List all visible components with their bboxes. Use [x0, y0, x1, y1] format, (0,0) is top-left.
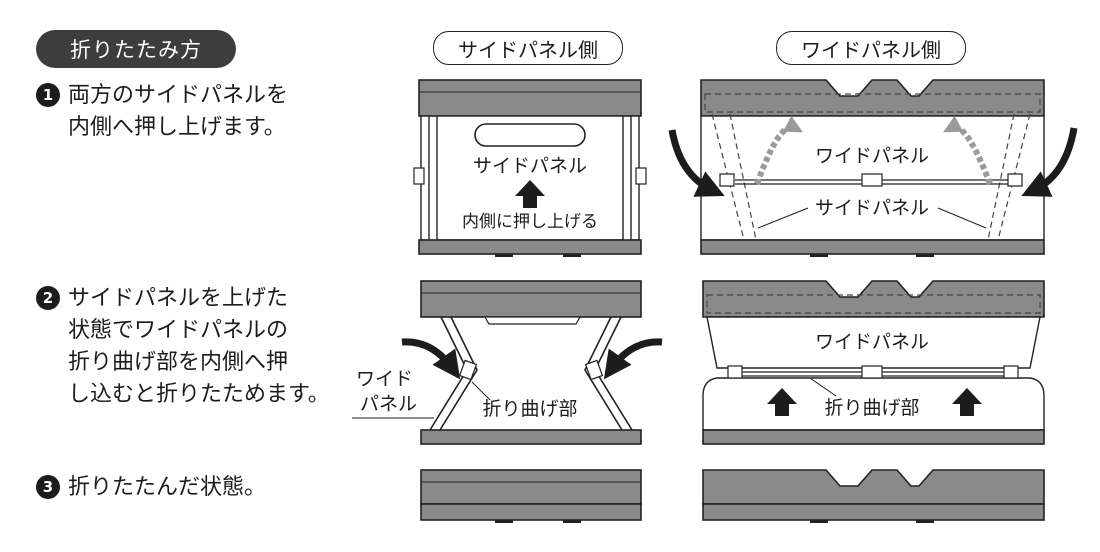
left-hinge — [413, 167, 425, 185]
folded-box — [702, 469, 1045, 505]
box-lid — [418, 79, 642, 117]
handle-hole — [474, 123, 586, 147]
folded-box — [420, 469, 642, 505]
section-title: 折りたたみ方 — [36, 30, 236, 68]
step-1-line-2: 内側へ押し上げます。 — [68, 115, 286, 140]
wide-label-line1: ワイド — [356, 368, 413, 390]
step-2-instruction: 2 サイドパネルを上げた 状態でワイドパネルの 折り曲げ部を内側へ押 し込むと折り… — [36, 283, 330, 411]
box-base — [700, 239, 1045, 255]
dashed-up-arrow-left — [754, 115, 803, 186]
step-2-line-3: 折り曲げ部を内側へ押 — [68, 350, 289, 375]
push-up-label: 内側に押し上げる — [462, 212, 598, 232]
fold-part-label: 折り曲げ部 — [482, 398, 577, 420]
step-2-line-2: 状態でワイドパネルの — [68, 318, 289, 343]
step-number-badge: 3 — [36, 475, 60, 499]
box-base — [420, 429, 642, 445]
wide-panel-label: ワイドパネル — [815, 331, 929, 353]
step-1-line-1: 両方のサイドパネルを — [68, 83, 289, 108]
right-hinge — [635, 167, 647, 185]
curved-arrow-left — [668, 129, 725, 197]
up-arrow — [515, 180, 545, 208]
push-in-arrow-left — [401, 338, 461, 380]
box-lid — [700, 79, 1045, 117]
wide-panel-label: ワイドパネル — [815, 145, 929, 167]
step-3-line-1: 折りたたんだ状態。 — [68, 475, 267, 500]
dashed-up-arrow-right — [943, 115, 993, 186]
box-base — [418, 239, 642, 255]
step-2-line-1: サイドパネルを上げた — [68, 286, 289, 311]
step1-side-view: サイドパネル 内側に押し上げる — [413, 79, 647, 257]
curved-arrow-right — [1021, 127, 1078, 197]
box-lid — [420, 280, 642, 318]
step3-side-folded — [420, 469, 642, 523]
side-panel-label: サイドパネル — [815, 197, 929, 219]
step2-wide-view: ワイドパネル 折り曲げ部 — [702, 280, 1045, 445]
up-arrow-left — [767, 388, 797, 416]
step-2-line-4: し込むと折りたためます。 — [68, 382, 330, 407]
side-panel-label: サイドパネル — [473, 155, 587, 177]
step-3-instruction: 3 折りたたんだ状態。 — [36, 472, 266, 504]
box-base — [702, 429, 1045, 445]
step3-wide-folded — [702, 469, 1045, 523]
step1-wide-view: ワイドパネル サイドパネル — [668, 79, 1078, 257]
fold-part-label: 折り曲げ部 — [824, 397, 919, 419]
step-1-instruction: 1 両方のサイドパネルを 内側へ押し上げます。 — [36, 80, 288, 144]
box-lid — [702, 280, 1045, 318]
push-in-arrow-right — [603, 338, 663, 380]
step-number-badge: 1 — [36, 83, 60, 107]
wide-panel-column-header: ワイドパネル側 — [776, 31, 966, 65]
side-panel-column-header: サイドパネル側 — [433, 31, 623, 65]
step-number-badge: 2 — [36, 286, 60, 310]
step2-side-view: ワイド パネル 折り曲げ部 — [352, 280, 663, 445]
up-arrow-right — [952, 388, 982, 416]
upper-wide-panel — [706, 316, 1041, 369]
wide-label-line2: パネル — [360, 393, 417, 415]
